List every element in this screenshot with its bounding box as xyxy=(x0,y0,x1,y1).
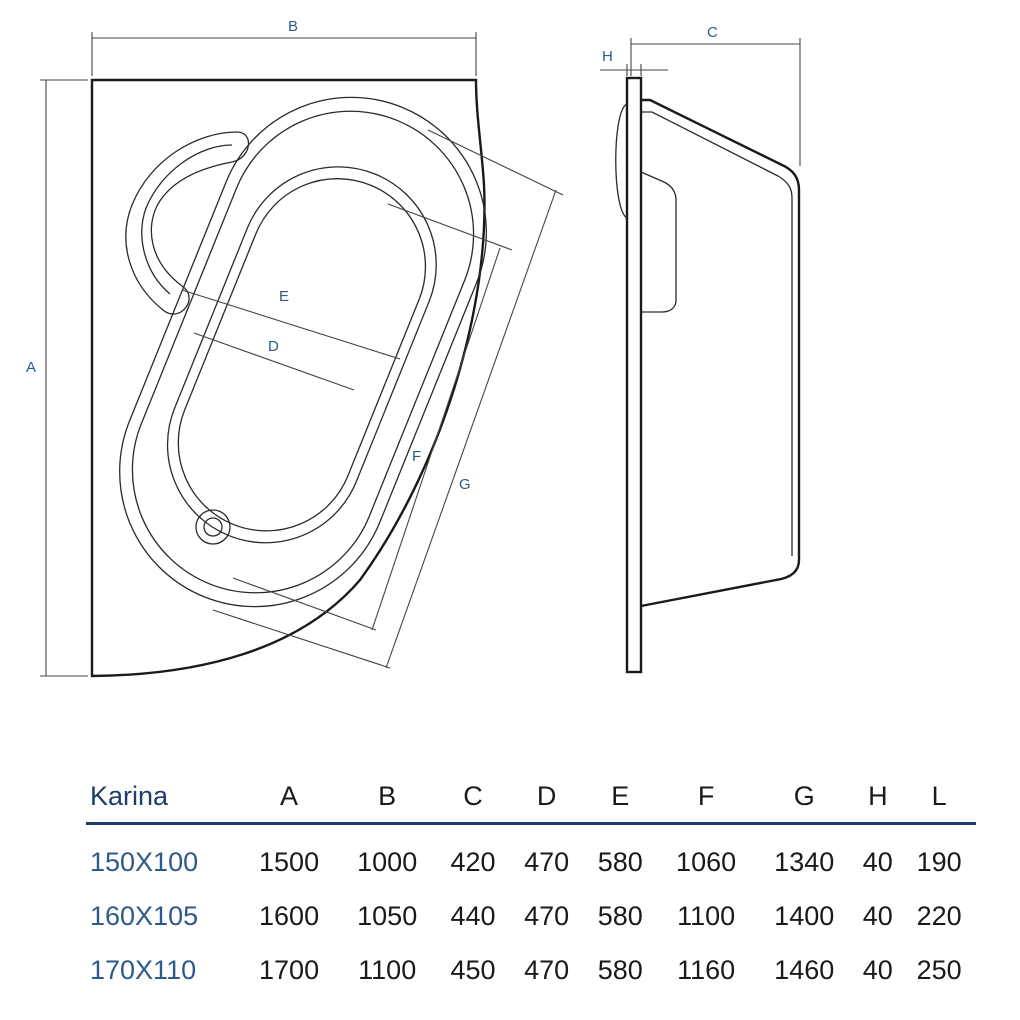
dim-e-line xyxy=(181,289,401,360)
table-header-col: A xyxy=(240,770,339,825)
table-cell: 1100 xyxy=(677,900,736,931)
bathtub-technical-drawing: A B E D F G C xyxy=(26,18,801,678)
table-cell: 580 xyxy=(597,900,643,931)
top-view: A B E D F G xyxy=(26,18,564,678)
table-cell: 40 xyxy=(862,846,893,877)
dim-g-ext-bottom xyxy=(212,609,391,669)
table-cell: 580 xyxy=(597,846,643,877)
side-seat-block xyxy=(640,171,677,313)
basin-bottom-outer xyxy=(166,166,437,544)
table-cell: 220 xyxy=(916,900,962,931)
side-armrest-curve xyxy=(615,103,628,219)
dim-label-g: G xyxy=(459,476,471,493)
table-header-col: B xyxy=(338,770,437,825)
table-cell: 580 xyxy=(597,954,643,985)
table-header-col: H xyxy=(853,770,903,825)
rim-outer-oval xyxy=(119,96,487,608)
table-header-col: L xyxy=(902,770,976,825)
table-cell: 1460 xyxy=(774,954,835,985)
table-row: 170X110 1700 1100 450 470 580 1160 1460 … xyxy=(86,943,976,997)
side-rim-plate xyxy=(625,76,643,674)
tub-outer-contour xyxy=(90,78,486,678)
dim-f-line xyxy=(371,247,501,631)
headrest-inner xyxy=(141,144,233,295)
table-cell: 40 xyxy=(862,954,893,985)
table-header-col: E xyxy=(583,770,658,825)
dim-label-b: B xyxy=(288,18,298,35)
table-cell: 1050 xyxy=(357,900,418,931)
table-row: 150X100 1500 1000 420 470 580 1060 1340 … xyxy=(86,824,976,890)
table-cell: 190 xyxy=(916,846,962,877)
drain-inner-circle xyxy=(203,517,223,537)
drain-outer-circle xyxy=(195,509,231,545)
table-cell: 450 xyxy=(450,954,496,985)
dim-label-f: F xyxy=(412,448,421,465)
table-header-row: Karina A B C D E F G H L xyxy=(86,770,976,825)
table-header-col: D xyxy=(509,770,584,825)
dimensions-table: Karina A B C D E F G H L 150X100 1500 10… xyxy=(86,770,976,997)
table-header-col: F xyxy=(657,770,756,825)
table-cell-model: 150X100 xyxy=(90,846,199,877)
dim-label-c: C xyxy=(707,24,718,41)
table-cell: 250 xyxy=(916,954,962,985)
basin-bottom-inner xyxy=(177,178,427,532)
dim-d-line xyxy=(193,332,355,391)
table-cell-model: 170X110 xyxy=(90,954,197,985)
table-cell: 470 xyxy=(524,900,570,931)
table-cell: 1000 xyxy=(357,846,418,877)
table-cell: 1400 xyxy=(774,900,835,931)
dim-f-ext-top xyxy=(387,203,513,251)
dim-label-e: E xyxy=(279,288,289,305)
table-cell: 470 xyxy=(524,846,570,877)
table-cell: 440 xyxy=(450,900,496,931)
table-cell: 1600 xyxy=(259,900,320,931)
table-header-model: Karina xyxy=(86,770,240,825)
table-cell-model: 160X105 xyxy=(90,900,199,931)
side-tub-body xyxy=(640,98,801,608)
rim-inner-oval xyxy=(131,110,475,594)
table-cell: 40 xyxy=(862,900,893,931)
table-cell: 1700 xyxy=(259,954,320,985)
table-cell: 420 xyxy=(450,846,496,877)
dim-label-d: D xyxy=(268,338,279,355)
dim-label-a: A xyxy=(26,359,36,376)
table-cell: 1160 xyxy=(677,954,736,985)
table-cell: 1500 xyxy=(259,846,320,877)
dim-g-line xyxy=(385,189,557,669)
table-cell: 1340 xyxy=(774,846,835,877)
table-header-col: G xyxy=(755,770,854,825)
table-row: 160X105 1600 1050 440 470 580 1100 1400 … xyxy=(86,889,976,943)
dim-f-ext-bottom xyxy=(232,577,377,631)
table-cell: 1100 xyxy=(358,954,417,985)
side-tub-inner-line xyxy=(641,111,793,556)
table-cell: 1060 xyxy=(676,846,737,877)
dim-label-h: H xyxy=(602,48,613,65)
dim-g-ext-top xyxy=(427,129,564,196)
side-view: C H xyxy=(600,24,801,674)
headrest-outline xyxy=(125,131,250,315)
table-cell: 470 xyxy=(524,954,570,985)
table-header-col: C xyxy=(436,770,510,825)
